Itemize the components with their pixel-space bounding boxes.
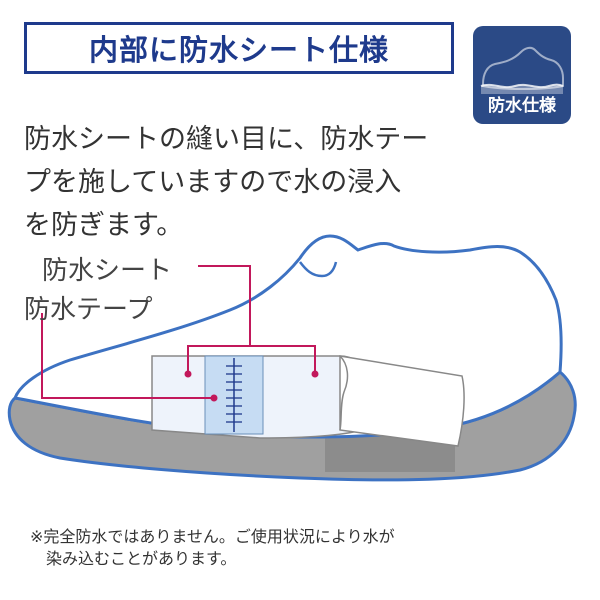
description-line: プを施していますので水の浸入 [24,167,402,198]
description: 防水シートの縫い目に、防水テー プを施していますので水の浸入 を防ぎます。 [24,118,454,247]
leader-lines [41,265,316,399]
badge-label: 防水仕様 [488,96,556,116]
footnote: ※完全防水ではありません。ご使用状況により水が 染み込むことがあります。 [30,526,395,570]
waterproof-shoe-icon [480,46,564,94]
footnote-line: 染み込むことがあります。 [46,549,237,568]
callout-waterproof-tape: 防水テープ [24,295,153,325]
sheet-fold [339,355,465,447]
shoe-collar [299,261,338,278]
description-line: 防水シートの縫い目に、防水テー [24,124,429,155]
title-box: 内部に防水シート仕様 [24,22,454,74]
sheet-fold-edge [339,355,349,431]
footnote-line: ※完全防水ではありません。ご使用状況により水が [30,527,395,546]
callout-waterproof-sheet: 防水シート [42,256,173,286]
page-title: 内部に防水シート仕様 [88,33,389,67]
shoe-cross-section-illustration [7,234,577,482]
waterproof-badge: 防水仕様 [473,26,571,124]
description-line: を防ぎます。 [24,210,184,241]
